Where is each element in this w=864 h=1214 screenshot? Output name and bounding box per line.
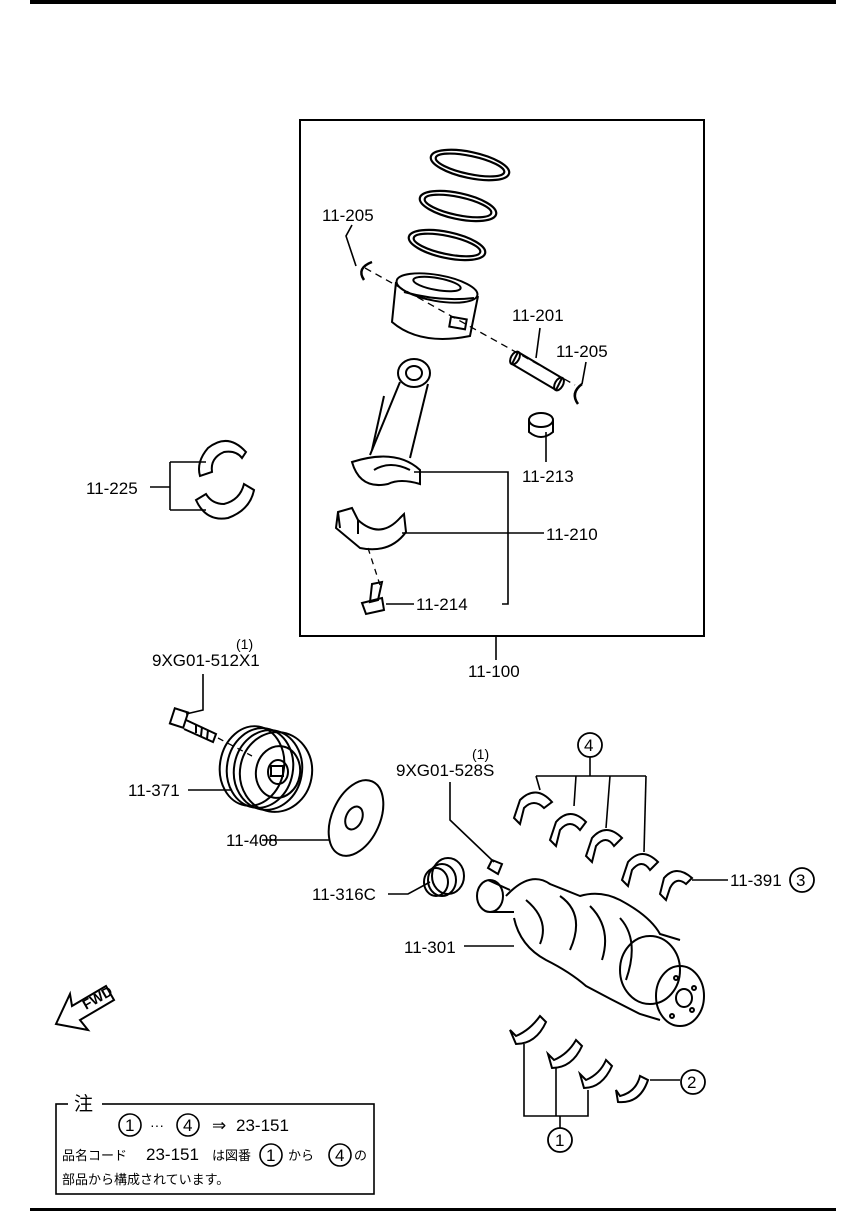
- leader-lines-lower: [185, 674, 728, 1128]
- label-11-210[interactable]: 11-210: [546, 525, 598, 544]
- pulley-washer: [327, 779, 385, 857]
- label-11-316c[interactable]: 11-316C: [312, 885, 376, 904]
- label-key-qty: (1): [472, 746, 489, 762]
- label-9xg01-512x1[interactable]: 9XG01-512X1: [152, 651, 260, 670]
- callout-1: 1: [555, 1131, 564, 1150]
- crank-pulley: [218, 725, 314, 813]
- note-range-dots: ···: [150, 1117, 164, 1133]
- note-heading-bg: [68, 1092, 102, 1114]
- rod-bolt: [360, 580, 386, 616]
- callout-2: 2: [687, 1073, 696, 1092]
- crank-sprocket: [423, 857, 465, 897]
- note-arrow: ⇒: [212, 1116, 226, 1135]
- label-9xg01-528s[interactable]: 9XG01-528S: [396, 761, 494, 780]
- label-11-205-upper[interactable]: 11-205: [322, 206, 374, 225]
- part-labels: 11-205 11-201 11-205 11-213 11-225 11-21…: [86, 206, 805, 1150]
- label-11-100[interactable]: 11-100: [468, 662, 520, 681]
- label-11-391[interactable]: 11-391: [730, 871, 782, 890]
- note-range-end: 4: [183, 1116, 192, 1135]
- note-line2-prefix: 品名コード: [62, 1148, 127, 1163]
- note-target-code: 23-151: [236, 1116, 289, 1135]
- label-11-225[interactable]: 11-225: [86, 479, 138, 498]
- label-pulley-bolt-qty: (1): [236, 636, 253, 652]
- note-line2-code: 23-151: [146, 1145, 199, 1164]
- piston-clip-lower: [573, 383, 583, 405]
- callout-3: 3: [796, 871, 805, 890]
- rod-cap: [334, 506, 408, 551]
- note-line2-kara: から: [288, 1148, 314, 1163]
- callout-circle-1: [547, 1127, 573, 1153]
- label-11-408[interactable]: 11-408: [226, 831, 278, 850]
- note-line2-no: の: [354, 1148, 367, 1163]
- pulley-bolt: [168, 706, 218, 744]
- main-bearings-lower: [509, 1014, 650, 1104]
- main-bearings-upper: [512, 791, 694, 902]
- note-line3: 部品から構成されています。: [62, 1172, 229, 1187]
- callout-circle-3: [789, 867, 815, 893]
- fwd-label: FWD: [80, 983, 116, 1013]
- note-circle-start: [118, 1113, 142, 1137]
- top-rule: [30, 0, 836, 4]
- label-11-371[interactable]: 11-371: [128, 781, 180, 800]
- note-heading: 注: [74, 1093, 93, 1115]
- label-11-301[interactable]: 11-301: [404, 938, 456, 957]
- bottom-rule: [30, 1208, 836, 1211]
- connecting-rod: [350, 358, 431, 486]
- piston: [390, 272, 479, 340]
- note-box: [55, 1103, 375, 1195]
- piston-rings: [407, 148, 511, 262]
- pin-axis-line: [364, 267, 576, 386]
- label-11-201[interactable]: 11-201: [512, 306, 564, 325]
- note-line2-mid: は図番: [212, 1148, 251, 1163]
- note-range-start: 1: [125, 1116, 134, 1135]
- callout-circle-2: [680, 1069, 706, 1095]
- note-circle-end: [176, 1113, 200, 1137]
- small-end-bushing: [528, 412, 554, 438]
- bolt-axis-line: [367, 547, 381, 586]
- note-line2-from: 1: [266, 1146, 275, 1165]
- piston-pin: [509, 350, 565, 392]
- fwd-arrow: [54, 984, 116, 1032]
- callout-4: 4: [584, 736, 593, 755]
- label-11-213[interactable]: 11-213: [522, 467, 574, 486]
- crank-key: [486, 858, 504, 876]
- piston-clip-upper: [360, 260, 373, 281]
- assembly-box: [299, 119, 705, 637]
- label-11-214[interactable]: 11-214: [416, 595, 468, 614]
- note-line2-to: 4: [335, 1146, 344, 1165]
- callout-circle-4: [577, 732, 603, 758]
- leader-lines: [150, 224, 587, 660]
- crankshaft: [476, 878, 705, 1027]
- note-circle-to: [328, 1143, 352, 1167]
- note-circle-from: [259, 1143, 283, 1167]
- rod-bearing-shells: [194, 440, 256, 520]
- label-11-205-lower[interactable]: 11-205: [556, 342, 608, 361]
